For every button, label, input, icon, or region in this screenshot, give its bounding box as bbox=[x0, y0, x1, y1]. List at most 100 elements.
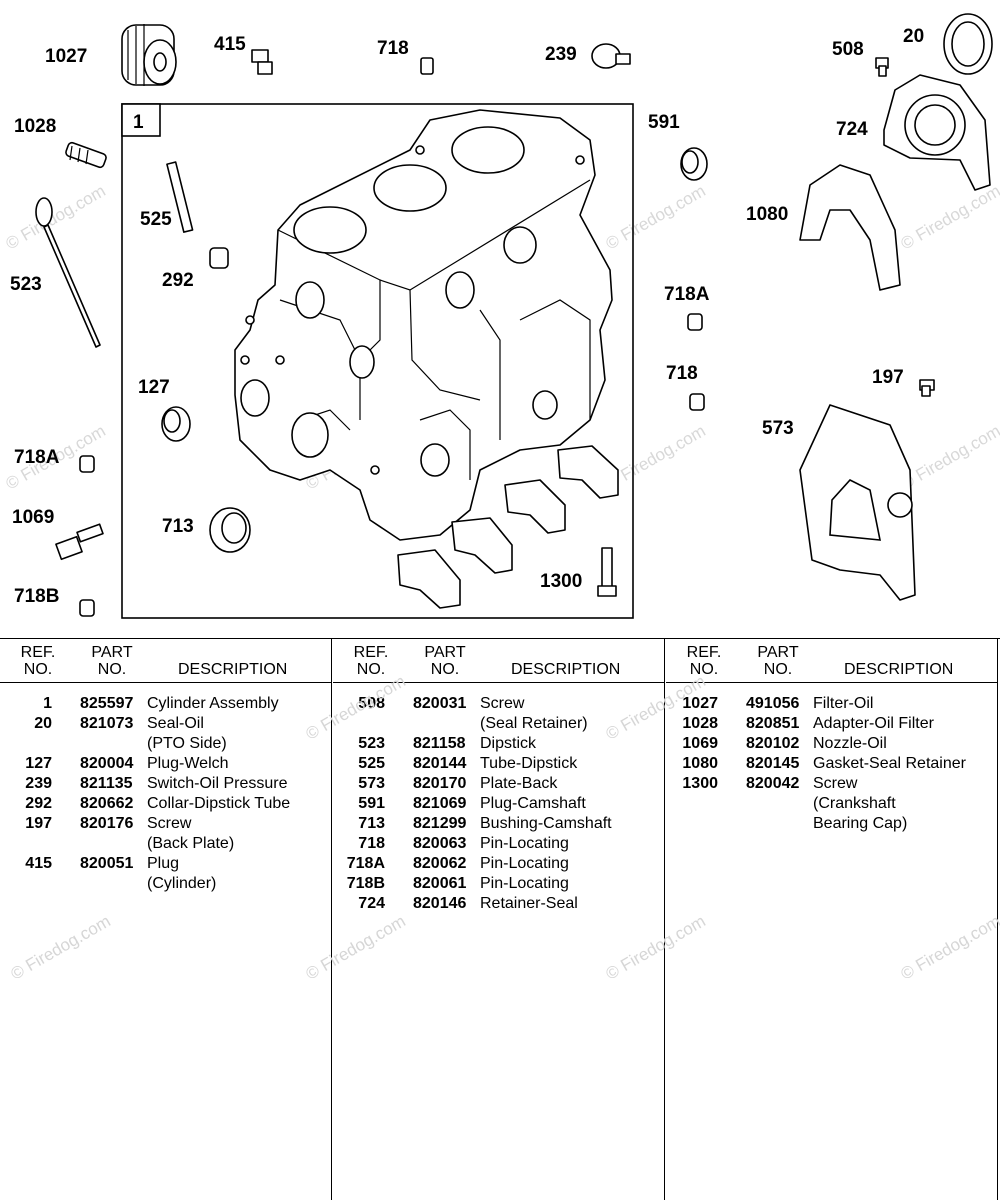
callout-713: 713 bbox=[162, 516, 194, 537]
ref-number: 415 bbox=[25, 855, 52, 872]
oil-nozzle-part bbox=[55, 523, 104, 561]
callout-20: 20 bbox=[903, 26, 924, 47]
oil-filter-part bbox=[121, 24, 177, 86]
callout-718-right: 718 bbox=[666, 363, 698, 384]
parts-rows: 508 820031 Screw (Seal Retainer)523 821158 Di… bbox=[333, 694, 664, 914]
ref-number: 20 bbox=[34, 715, 52, 732]
oil-seal-part bbox=[943, 13, 993, 75]
ref-no-header: REF. NO. bbox=[686, 644, 722, 678]
description-header: DESCRIPTION bbox=[511, 661, 621, 678]
part-description: Pin-Locating bbox=[480, 835, 569, 852]
ref-number: 724 bbox=[358, 895, 385, 912]
seal-retainer-part bbox=[883, 74, 991, 191]
part-description: Nozzle-Oil bbox=[813, 735, 887, 752]
back-plate-screw-part bbox=[919, 379, 935, 397]
part-number: 491056 bbox=[746, 695, 800, 712]
callout-724: 724 bbox=[836, 119, 868, 140]
part-description: Plug bbox=[147, 855, 180, 872]
table-row: (Seal Retainer) bbox=[333, 714, 664, 734]
part-number: 820031 bbox=[413, 695, 467, 712]
part-number: 820062 bbox=[413, 855, 467, 872]
part-description: Adapter-Oil Filter bbox=[813, 715, 934, 732]
part-number: 820061 bbox=[413, 875, 467, 892]
part-number: 820102 bbox=[746, 735, 800, 752]
part-description: Pin-Locating bbox=[480, 855, 569, 872]
ref-number: 523 bbox=[358, 735, 385, 752]
callout-1: 1 bbox=[133, 112, 144, 133]
part-description: Bearing Cap) bbox=[813, 815, 908, 832]
table-row: 573 820170 Plate-Back bbox=[333, 774, 664, 794]
part-description: Dipstick bbox=[480, 735, 537, 752]
watermark: © Firedog.com bbox=[603, 181, 709, 253]
part-number: 821073 bbox=[80, 715, 134, 732]
callout-508: 508 bbox=[832, 39, 864, 60]
part-description: Gasket-Seal Retainer bbox=[813, 755, 966, 772]
watermark: © Firedog.com bbox=[898, 181, 1000, 253]
callout-1027: 1027 bbox=[45, 46, 87, 67]
part-description: Tube-Dipstick bbox=[480, 755, 578, 772]
part-description: Screw bbox=[147, 815, 192, 832]
part-description: Plug-Camshaft bbox=[480, 795, 586, 812]
ref-number: 197 bbox=[25, 815, 52, 832]
description-header: DESCRIPTION bbox=[178, 661, 288, 678]
callout-718a-left: 718A bbox=[14, 447, 60, 468]
locating-pin-part bbox=[689, 393, 705, 411]
ref-number: 525 bbox=[358, 755, 385, 772]
bearing-cap-screw-part bbox=[597, 547, 617, 597]
part-description: Screw bbox=[480, 695, 525, 712]
callout-1069: 1069 bbox=[12, 507, 54, 528]
table-header: REF. NO. PART NO. DESCRIPTION bbox=[333, 638, 664, 683]
ref-number: 508 bbox=[358, 695, 385, 712]
locating-pin-part bbox=[79, 599, 95, 617]
part-description: Collar-Dipstick Tube bbox=[147, 795, 291, 812]
part-description: (PTO Side) bbox=[147, 735, 227, 752]
ref-number: 573 bbox=[358, 775, 385, 792]
ref-number: 713 bbox=[358, 815, 385, 832]
part-number: 820004 bbox=[80, 755, 134, 772]
part-description: Plug-Welch bbox=[147, 755, 229, 772]
ref-no-header: REF. NO. bbox=[20, 644, 56, 678]
assembly-number-box bbox=[121, 103, 161, 137]
oil-pressure-switch-part bbox=[591, 43, 631, 69]
ref-number: 718 bbox=[358, 835, 385, 852]
part-no-header: PART NO. bbox=[91, 644, 133, 678]
part-number: 821069 bbox=[413, 795, 467, 812]
callout-197: 197 bbox=[872, 367, 904, 388]
description-header: DESCRIPTION bbox=[844, 661, 954, 678]
table-row: Bearing Cap) bbox=[666, 814, 997, 834]
part-no-header: PART NO. bbox=[424, 644, 466, 678]
part-description: Cylinder Assembly bbox=[147, 695, 279, 712]
camshaft-bushing-part bbox=[209, 507, 251, 553]
dipstick-part bbox=[35, 197, 101, 348]
callout-573: 573 bbox=[762, 418, 794, 439]
callout-1028: 1028 bbox=[14, 116, 56, 137]
callout-1300: 1300 bbox=[540, 571, 582, 592]
part-number: 820063 bbox=[413, 835, 467, 852]
part-number: 821158 bbox=[413, 735, 466, 752]
callout-718a-right: 718A bbox=[664, 284, 710, 305]
part-number: 820042 bbox=[746, 775, 800, 792]
callout-718b: 718B bbox=[14, 586, 59, 607]
bearing-caps bbox=[397, 445, 619, 609]
part-number: 820170 bbox=[413, 775, 467, 792]
part-number: 825597 bbox=[80, 695, 134, 712]
locating-pin-part bbox=[687, 313, 703, 331]
part-description: Plate-Back bbox=[480, 775, 558, 792]
ref-number: 1080 bbox=[682, 755, 718, 772]
table-row: 718 820063 Pin-Locating bbox=[333, 834, 664, 854]
part-description: Retainer-Seal bbox=[480, 895, 578, 912]
exploded-parts-diagram: © Firedog.com © Firedog.com © Firedog.co… bbox=[3, 13, 1000, 619]
